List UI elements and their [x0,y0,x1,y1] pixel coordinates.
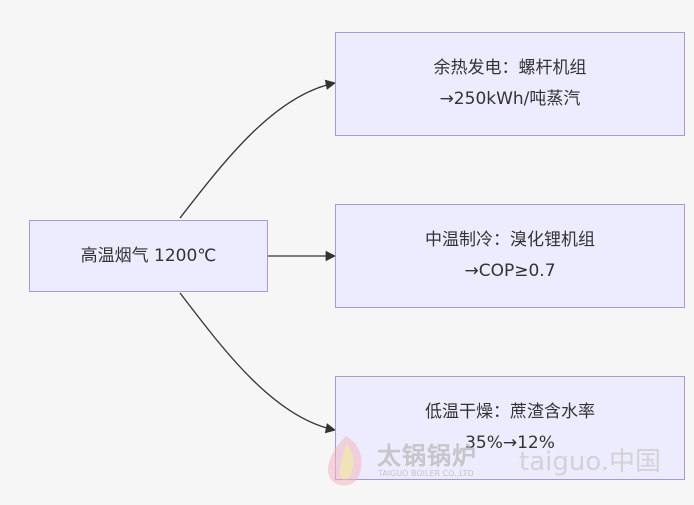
node-label-line2: 35%→12% [465,433,555,453]
watermark-brand-en: TAIGUO BOILER CO.,LTD [378,469,474,478]
node-label-line2: →COP≥0.7 [464,261,556,281]
edge-to-high [179,79,337,219]
node-label-line1: 中温制冷：溴化锂机组 [425,230,595,250]
node-label-line1: 低温干燥：蔗渣含水率 [425,402,595,422]
node-low-temp-drying: 低温干燥：蔗渣含水率 35%→12% [335,376,685,480]
watermark-brand-cn: 太锅锅炉 [377,442,477,470]
watermark-logo-icon [327,436,362,486]
watermark-site: taiguo.中国 [519,447,662,477]
node-high-temp-flue-gas: 高温烟气 1200℃ [29,220,268,292]
node-mid-temp-cooling: 中温制冷：溴化锂机组 →COP≥0.7 [335,204,685,308]
edge-to-low [179,292,337,434]
node-label-line1: 余热发电：螺杆机组 [433,58,587,78]
node-label: 高温烟气 1200℃ [80,245,217,266]
node-label-line2: →250kWh/吨蒸汽 [439,89,581,109]
node-waste-heat-power: 余热发电：螺杆机组 →250kWh/吨蒸汽 [335,32,685,136]
